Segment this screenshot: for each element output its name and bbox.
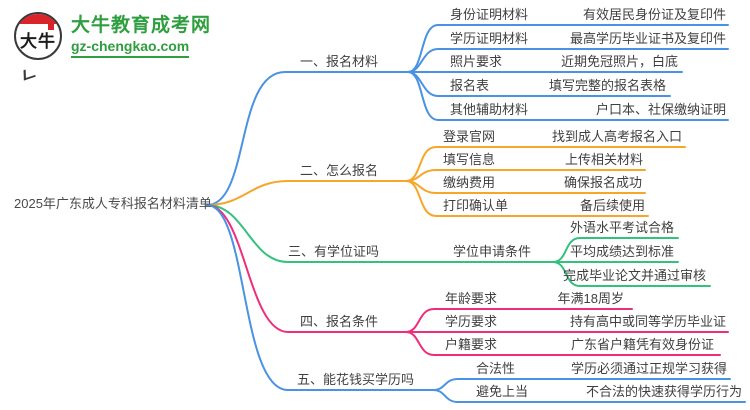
branch2-leaf4-value: 备后续使用: [579, 198, 645, 213]
branch3-leaf3-connector: [552, 261, 711, 287]
branch1-leaf1-value: 有效居民身份证及复印件: [582, 7, 726, 22]
branch3-subnode-label: 学位申请条件: [453, 244, 532, 259]
branch2-title: 二、怎么报名: [300, 163, 379, 178]
logo-bubble-icon: 大牛: [14, 12, 62, 60]
branch1-leaf2-label: 学历证明材料: [450, 31, 529, 46]
branch4-leaf3-value: 广东省户籍凭有效身份证: [570, 337, 714, 352]
branch1-leaf1-label: 身份证明材料: [450, 7, 529, 22]
branch4-title: 四、报名条件: [300, 314, 379, 329]
branch2-leaf1-label: 登录官网: [443, 129, 496, 144]
branch1-leaf3-label: 照片要求: [450, 54, 503, 69]
root-node-title: 2025年广东成人专科报名材料清单: [14, 196, 212, 211]
branch4-leaf3-connector: [405, 331, 721, 356]
branch4-leaf1-label: 年龄要求: [445, 291, 498, 306]
branch3-main-connector: [206, 204, 554, 263]
branch2-leaf3-value: 确保报名成功: [563, 175, 642, 190]
branch2-leaf4-connector: [405, 180, 649, 217]
branch5-leaf2-value: 不合法的快速获得学历行为: [585, 384, 742, 399]
branch3-leaf2-value: 平均成绩达到标准: [569, 244, 674, 259]
branch4-main-connector: [206, 204, 407, 333]
branch3-leaf1-value: 外语水平考试合格: [569, 220, 674, 235]
branch1-leaf5-connector: [407, 71, 729, 121]
branch3-title: 三、有学位证吗: [288, 244, 380, 259]
logo-seal-icon: [48, 24, 54, 30]
branch1-leaf4-label: 报名表: [450, 78, 490, 93]
logo-red-cap: [19, 14, 57, 24]
branch1-leaf4-value: 填写完整的报名表格: [548, 78, 666, 93]
branch2-leaf1-value: 找到成人高考报名入口: [551, 129, 682, 144]
branch1-title: 一、报名材料: [300, 54, 379, 69]
branch2-leaf2-value: 上传相关材料: [564, 152, 643, 167]
branch5-leaf1-value: 学历必须通过正规学习获得: [570, 361, 727, 376]
branch5-leaf2-connector: [432, 389, 746, 403]
site-name: 大牛教育成考网: [71, 14, 212, 36]
branch1-leaf3-value: 近期免冠照片，白底: [560, 54, 678, 69]
branch1-leaf5-value: 户口本、社保缴纳证明: [595, 102, 726, 117]
branch4-leaf2-value: 持有高中或同等学历毕业证: [569, 314, 726, 329]
branch2-leaf2-label: 填写信息: [443, 152, 496, 167]
branch2-main-connector: [206, 180, 407, 206]
branch1-leaf2-value: 最高学历毕业证书及复印件: [569, 31, 726, 46]
branch5-title: 五、能花钱买学历吗: [297, 372, 415, 387]
branch2-leaf4-label: 打印确认单: [443, 198, 509, 213]
site-logo: 大牛 大牛教育成考网 gz-chengkao.com: [14, 12, 212, 81]
branch3-leaf3-value: 完成毕业论文并通过审核: [562, 268, 706, 283]
branch5-leaf2-label: 避免上当: [476, 384, 529, 399]
branch5-main-connector: [206, 204, 434, 391]
branch1-main-connector: [206, 71, 409, 206]
branch5-leaf1-label: 合法性: [476, 361, 516, 376]
branch4-leaf1-value: 年满18周岁: [557, 291, 624, 306]
logo-characters: 大牛: [20, 32, 56, 52]
branch4-leaf3-label: 户籍要求: [445, 337, 498, 352]
branch2-leaf3-label: 缴纳费用: [443, 175, 496, 190]
branch4-leaf2-label: 学历要求: [445, 314, 498, 329]
site-url[interactable]: gz-chengkao.com: [71, 37, 190, 58]
branch1-leaf5-label: 其他辅助材料: [450, 102, 529, 117]
